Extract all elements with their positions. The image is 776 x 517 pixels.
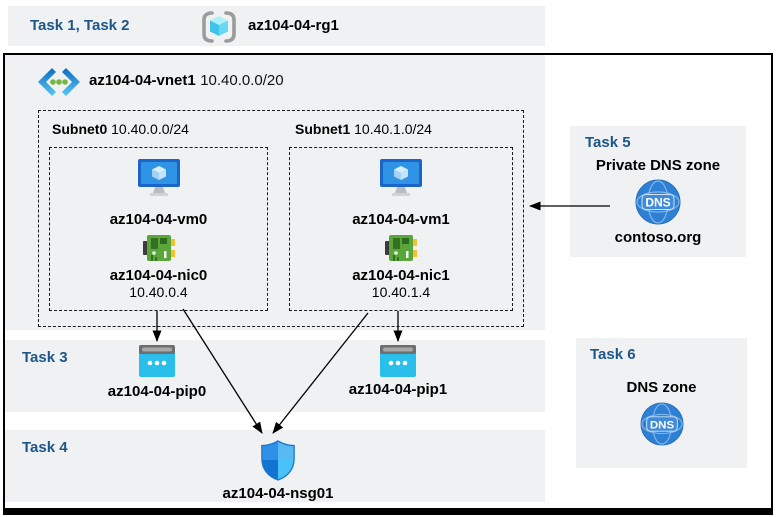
vnet-cidr: 10.40.0.0/20 <box>200 72 284 89</box>
task6-label: Task 6 <box>590 346 636 363</box>
vnet-name: az104-04-vnet1 <box>89 72 196 89</box>
subnet0-name: Subnet0 <box>52 121 108 137</box>
private-dns-zone-title: Private DNS zone <box>595 157 721 174</box>
nsg-group: az104-04-nsg01 <box>183 439 373 502</box>
resource-group-icon <box>202 11 236 43</box>
subnet0-box: az104-04-vm0 az104-04-nic0 10.40.0.4 <box>49 147 268 311</box>
vm0-icon <box>137 159 180 196</box>
nic0-icon <box>142 235 175 261</box>
pip1-group: az104-04-pip1 <box>308 345 488 398</box>
private-dns-icon-text: DNS <box>645 196 670 210</box>
task3-label: Task 3 <box>22 349 68 366</box>
task4-band: Task 4 az104-04-nsg01 <box>5 430 545 502</box>
resource-group-name: az104-04-rg1 <box>248 17 339 34</box>
private-dns-icon: DNS <box>635 179 681 225</box>
virtual-network-icon <box>38 68 80 96</box>
task4-label: Task 4 <box>22 439 68 456</box>
pip0-group: az104-04-pip0 <box>67 345 247 400</box>
deployment-boundary <box>3 53 773 515</box>
pip1-icon <box>380 345 416 377</box>
vnet-title: az104-04-vnet1 10.40.0.0/20 <box>89 72 284 90</box>
pip0-label: az104-04-pip0 <box>107 383 207 400</box>
dns-zone-icon-text: DNS <box>649 419 674 431</box>
subnet1-box: az104-04-vm1 az104-04-nic1 10.40.1.4 <box>289 147 513 311</box>
task5-box: Task 5 Private DNS zone DNS contoso.org <box>570 126 746 257</box>
vnet-region: az104-04-vnet1 10.40.0.0/20 Subnet0 10.4… <box>5 55 545 330</box>
dns-zone-icon: DNS <box>639 402 684 446</box>
vm1-label: az104-04-vm1 <box>352 211 450 228</box>
task6-box: Task 6 DNS zone DNS <box>576 338 747 468</box>
vm0-label: az104-04-vm0 <box>109 211 208 228</box>
subnet0-cidr: 10.40.0.0/24 <box>111 121 189 137</box>
subnet0-title: Subnet0 10.40.0.0/24 <box>52 121 189 137</box>
nic0-label: az104-04-nic0 <box>109 267 208 284</box>
task5-label: Task 5 <box>585 134 631 151</box>
private-dns-zone-name: contoso.org <box>614 229 702 246</box>
nic1-ip: 10.40.1.4 <box>371 284 431 300</box>
nic1-icon <box>385 235 417 261</box>
subnet1-title: Subnet1 10.40.1.0/24 <box>295 121 432 137</box>
vm1-icon <box>380 159 422 196</box>
dns-zone-title: DNS zone <box>626 379 697 396</box>
nsg-label: az104-04-nsg01 <box>222 485 334 502</box>
subnet1-cidr: 10.40.1.0/24 <box>354 121 432 137</box>
nsg-shield-icon <box>261 440 295 481</box>
nic0-ip: 10.40.0.4 <box>129 284 188 300</box>
header-band: Task 1, Task 2 az104-04-rg1 <box>8 6 545 46</box>
pip1-label: az104-04-pip1 <box>348 381 448 398</box>
nic1-label: az104-04-nic1 <box>352 267 450 284</box>
header-task-label: Task 1, Task 2 <box>30 17 130 34</box>
task3-band: Task 3 az104-04-pip0 az104-04-pip1 <box>5 340 545 412</box>
pip0-icon <box>139 345 175 377</box>
subnet1-name: Subnet1 <box>295 121 351 137</box>
subnets-container: Subnet0 10.40.0.0/24 Subnet1 10.40.1.0/2… <box>38 110 524 327</box>
